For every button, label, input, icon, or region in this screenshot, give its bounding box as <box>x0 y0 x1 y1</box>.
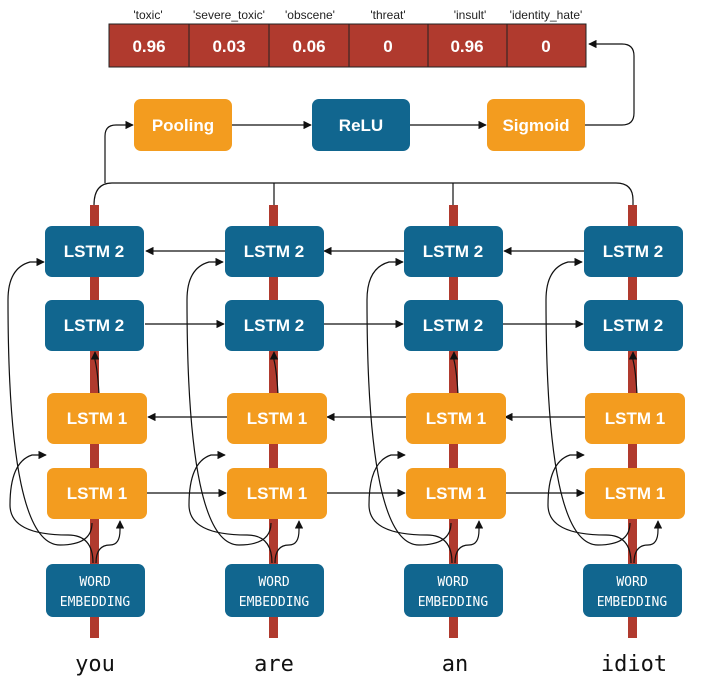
embedding-label-line2: EMBEDDING <box>60 595 131 610</box>
output-value: 0.96 <box>450 37 483 56</box>
embedding-label-line2: EMBEDDING <box>239 595 310 610</box>
lstm1-label: LSTM 1 <box>605 484 665 503</box>
output-value: 0 <box>383 37 392 56</box>
output-cell-identity-hate: 'identity_hate' 0 <box>506 8 587 68</box>
embedding-label-line1: WORD <box>437 575 468 590</box>
lstm2-label: LSTM 2 <box>64 316 124 335</box>
relu-label: ReLU <box>339 116 383 135</box>
connectors <box>7 39 663 564</box>
lstm1-forward-box: LSTM 1 <box>227 468 327 519</box>
embedding-label-line2: EMBEDDING <box>418 595 489 610</box>
input-word: an <box>442 652 469 677</box>
output-cell-severe-toxic: 'severe_toxic' 0.03 <box>188 8 270 68</box>
lstm2-backward-box: LSTM 2 <box>45 226 144 277</box>
lstm1-backward-box: LSTM 1 <box>227 393 327 444</box>
output-value: 0 <box>541 37 550 56</box>
output-cell-obscene: 'obscene' 0.06 <box>268 8 350 68</box>
output-label: 'severe_toxic' <box>193 8 265 22</box>
output-cell-toxic: 'toxic' 0.96 <box>108 8 190 68</box>
lstm2-forward-box: LSTM 2 <box>404 300 503 351</box>
lstm1-forward-box: LSTM 1 <box>47 468 147 519</box>
embedding-box: WORD EMBEDDING <box>583 564 682 617</box>
sigmoid-label: Sigmoid <box>502 116 569 135</box>
lstm1-backward-box: LSTM 1 <box>585 393 685 444</box>
lstm1-label: LSTM 1 <box>605 409 665 428</box>
output-vector: 'toxic' 0.96 'severe_toxic' 0.03 'obscen… <box>108 8 587 68</box>
embedding-label-line1: WORD <box>79 575 110 590</box>
embedding-label-line1: WORD <box>258 575 289 590</box>
lstm2-label: LSTM 2 <box>244 242 304 261</box>
column-2: LSTM 2 LSTM 2 LSTM 1 LSTM 1 WORD EMBEDDI… <box>225 226 327 677</box>
lstm2-label: LSTM 2 <box>244 316 304 335</box>
sigmoid-to-output-arrow <box>585 39 635 126</box>
output-label: 'threat' <box>370 8 405 22</box>
to-pooling-arrow <box>104 120 134 183</box>
lstm1-forward-box: LSTM 1 <box>406 468 506 519</box>
lstm1-forward-box: LSTM 1 <box>585 468 685 519</box>
relu-box: ReLU <box>312 99 410 151</box>
lstm2-forward-box: LSTM 2 <box>225 300 324 351</box>
output-cell-threat: 'threat' 0 <box>348 8 429 68</box>
embedding-box: WORD EMBEDDING <box>225 564 324 617</box>
input-word: idiot <box>601 652 667 677</box>
embedding-label-line2: EMBEDDING <box>597 595 668 610</box>
lstm1-backward-box: LSTM 1 <box>406 393 506 444</box>
output-label: 'toxic' <box>133 8 162 22</box>
lstm2-forward-box: LSTM 2 <box>45 300 144 351</box>
output-value: 0.96 <box>132 37 165 56</box>
feed-group-col4 <box>545 257 663 564</box>
embedding-box: WORD EMBEDDING <box>404 564 503 617</box>
embedding-box: WORD EMBEDDING <box>46 564 145 617</box>
output-value: 0.03 <box>212 37 245 56</box>
lstm2-forward-box: LSTM 2 <box>584 300 683 351</box>
column-3: LSTM 2 LSTM 2 LSTM 1 LSTM 1 WORD EMBEDDI… <box>404 226 506 677</box>
input-word: are <box>254 652 294 677</box>
lstm1-label: LSTM 1 <box>426 484 486 503</box>
output-cell-insult: 'insult' 0.96 <box>427 8 508 68</box>
lstm2-label: LSTM 2 <box>603 242 663 261</box>
lstm2-label: LSTM 2 <box>423 316 483 335</box>
output-label: 'insult' <box>454 8 487 22</box>
lstm1-label: LSTM 1 <box>67 484 127 503</box>
pooling-label: Pooling <box>152 116 214 135</box>
lstm2-label: LSTM 2 <box>423 242 483 261</box>
lstm1-backward-box: LSTM 1 <box>47 393 147 444</box>
lstm2-label: LSTM 2 <box>64 242 124 261</box>
lstm1-label: LSTM 1 <box>67 409 127 428</box>
input-word: you <box>75 652 115 677</box>
lstm1-label: LSTM 1 <box>247 409 307 428</box>
lstm2-backward-box: LSTM 2 <box>225 226 324 277</box>
lstm1-label: LSTM 1 <box>426 409 486 428</box>
lstm2-label: LSTM 2 <box>603 316 663 335</box>
bus-connector <box>93 182 634 206</box>
column-1: LSTM 2 LSTM 2 LSTM 1 LSTM 1 WORD EMBEDDI… <box>45 226 147 677</box>
pooling-box: Pooling <box>134 99 232 151</box>
lstm2-backward-box: LSTM 2 <box>404 226 503 277</box>
column-4: LSTM 2 LSTM 2 LSTM 1 LSTM 1 WORD EMBEDDI… <box>583 226 685 677</box>
sigmoid-box: Sigmoid <box>487 99 585 151</box>
output-value: 0.06 <box>292 37 325 56</box>
embedding-label-line1: WORD <box>616 575 647 590</box>
lstm2-backward-box: LSTM 2 <box>584 226 683 277</box>
output-label: 'identity_hate' <box>510 8 583 22</box>
output-label: 'obscene' <box>285 8 335 22</box>
lstm1-label: LSTM 1 <box>247 484 307 503</box>
head-boxes: Pooling ReLU Sigmoid <box>134 99 585 151</box>
